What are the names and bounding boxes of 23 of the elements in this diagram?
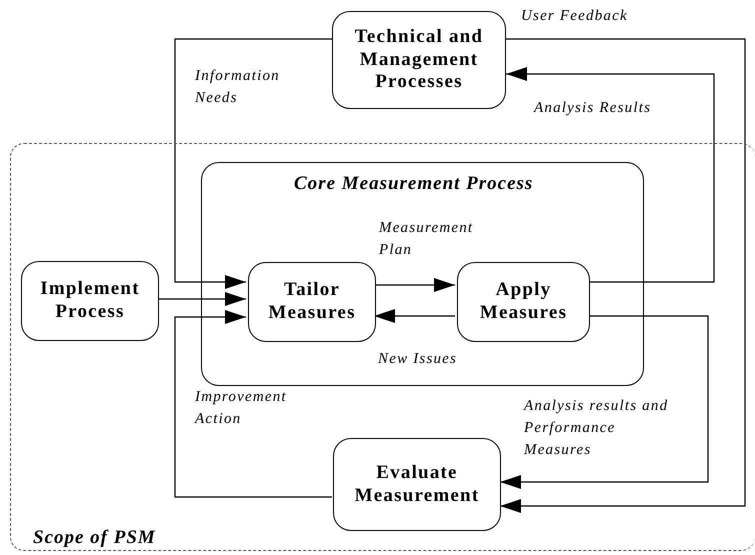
- process-box: Implement Process: [21, 261, 159, 341]
- edge-label: Measurement Plan: [379, 219, 474, 260]
- edge-label: New Issues: [378, 350, 458, 369]
- edge-label: Information Needs: [195, 67, 281, 108]
- connector-arrow: [158, 292, 246, 306]
- process-group-box: [201, 162, 644, 386]
- process-box: Apply Measures: [457, 262, 590, 342]
- edge-label: Analysis results and Performance Measures: [524, 397, 670, 460]
- connector-arrow: [374, 278, 455, 292]
- process-box: Technical and Management Processes: [332, 11, 506, 109]
- connector-arrow: [500, 38, 746, 513]
- group-title: Scope of PSM: [33, 527, 156, 549]
- group-title: Core Measurement Process: [294, 173, 534, 195]
- connector-arrow: [374, 309, 455, 323]
- process-box: Evaluate Measurement: [333, 438, 501, 531]
- connector-arrow: [174, 310, 332, 498]
- process-box: Tailor Measures: [248, 262, 376, 342]
- connector-arrow: [174, 38, 332, 289]
- connector-arrow: [500, 315, 709, 489]
- edge-label: Analysis Results: [534, 99, 652, 118]
- edge-label: User Feedback: [521, 7, 629, 26]
- edge-label: Improvement Action: [195, 388, 288, 429]
- connector-arrow: [506, 67, 715, 283]
